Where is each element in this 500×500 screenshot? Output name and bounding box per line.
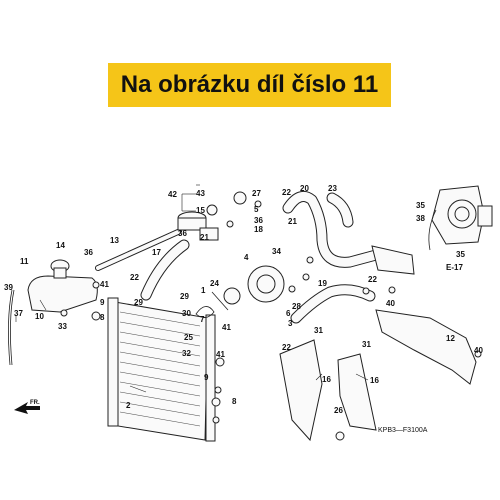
radiator-upper-hose: [140, 239, 190, 301]
callout-31: 31: [314, 326, 323, 335]
callout-22: 22: [282, 188, 291, 197]
callout-31-b: 31: [362, 340, 371, 349]
callout-37: 37: [14, 309, 23, 318]
upper-pipe-hose: [282, 190, 382, 268]
callout-33: 33: [58, 322, 67, 331]
radiator-guard-left: [279, 339, 323, 442]
callout-34: 34: [272, 247, 281, 256]
callout-1: 1: [201, 286, 206, 295]
callout-36: 36: [254, 216, 263, 225]
callout-8: 8: [100, 313, 105, 322]
carburetor: [428, 185, 493, 251]
callout-5: 5: [254, 205, 259, 214]
callout-23: 23: [328, 184, 337, 193]
side-cover: [375, 309, 477, 385]
callout-9: 9: [100, 298, 105, 307]
callout-12: 12: [446, 334, 455, 343]
callout-38: 38: [416, 214, 425, 223]
callout-22-c: 22: [282, 343, 291, 352]
callout-36-b: 36: [178, 229, 187, 238]
callout-labels: 43 42 15 27 5 36 18 36 21 22 20 23 21 13…: [4, 184, 483, 415]
fasteners: [60, 200, 482, 441]
callout-3: 3: [288, 319, 293, 328]
callout-36-c: 36: [84, 248, 93, 257]
callout-13: 13: [110, 236, 119, 245]
callout-32: 32: [182, 349, 191, 358]
callout-2: 2: [126, 401, 131, 410]
callout-41: 41: [100, 280, 109, 289]
callout-10: 10: [35, 312, 44, 321]
callout-25: 25: [184, 333, 193, 342]
callout-24: 24: [210, 279, 219, 288]
callout-17: 17: [152, 248, 161, 257]
thermostat-housing: [177, 191, 247, 241]
diagram-code: KPB3—F3100A: [378, 427, 428, 434]
callout-28: 28: [292, 302, 301, 311]
callout-14: 14: [56, 241, 65, 250]
callout-29: 29: [180, 292, 189, 301]
radiator: [107, 297, 216, 442]
callout-11: 11: [20, 257, 29, 266]
bypass-hose: [95, 229, 181, 271]
callout-8-b: 8: [232, 397, 237, 406]
callout-21-c: 22: [130, 273, 139, 282]
callout-16: 16: [322, 375, 331, 384]
radiator-lower-hose: [290, 284, 376, 324]
water-pipe: [371, 245, 415, 275]
callout-39: 39: [4, 283, 13, 292]
callout-42: 42: [168, 190, 177, 199]
banner-text: Na obrázku díl číslo 11: [120, 71, 379, 98]
callout-35-b: 35: [456, 250, 465, 259]
callout-41-b: 41: [222, 323, 231, 332]
callout-27: 27: [252, 189, 261, 198]
callout-21: 21: [200, 233, 209, 242]
callout-16-b: 16: [370, 376, 379, 385]
callout-35: 35: [416, 201, 425, 210]
callout-22-d: 22: [368, 275, 377, 284]
callout-29-a: 29: [134, 298, 143, 307]
fan-motor-assembly: [195, 265, 285, 318]
callout-15: 15: [196, 206, 205, 215]
callout-19: 19: [318, 279, 327, 288]
front-arrow-label: FR.: [30, 400, 40, 406]
front-arrow: FR.: [14, 400, 40, 414]
callout-9-b: 9: [204, 373, 209, 382]
callout-40: 40: [386, 299, 395, 308]
callout-26: 26: [334, 406, 343, 415]
callout-e17: E-17: [446, 263, 463, 272]
callout-4: 4: [244, 253, 249, 262]
callout-40-b: 40: [474, 346, 483, 355]
radiator-guard-right: [337, 353, 377, 431]
callout-18: 18: [254, 225, 263, 234]
callout-21-b: 21: [288, 217, 297, 226]
callout-43: 43: [196, 189, 205, 198]
part-number-banner: Na obrázku díl číslo 11: [108, 63, 391, 107]
callout-41-c: 41: [216, 350, 225, 359]
callout-7: 7: [200, 315, 205, 324]
reserve-tank: [8, 259, 98, 366]
callout-30: 30: [182, 309, 191, 318]
callout-20: 20: [300, 184, 309, 193]
leader-lines: [15, 184, 369, 393]
callout-6: 6: [286, 309, 291, 318]
